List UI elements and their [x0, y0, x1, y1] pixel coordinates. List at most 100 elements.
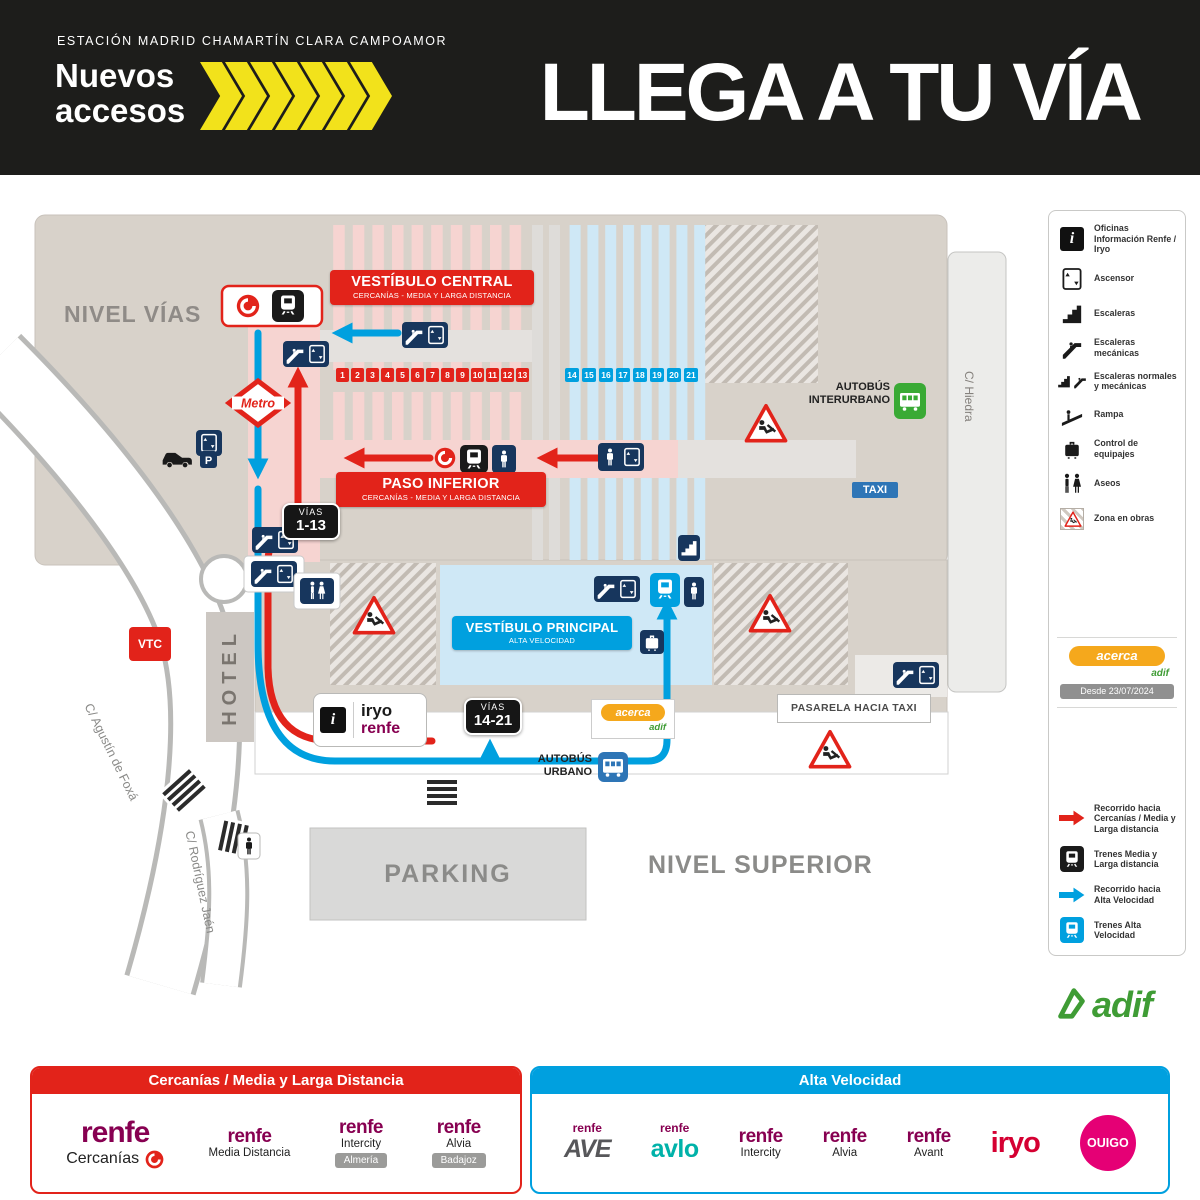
map-icons: P Metro — [162, 284, 939, 860]
platform-number: 12 — [501, 368, 514, 382]
construction-zone — [705, 225, 818, 383]
platform-numbers-cercanias: 1 2 3 4 5 6 7 8 9 10 11 12 13 — [336, 368, 531, 382]
train-icon — [460, 445, 488, 473]
taxi-badge: TAXI — [852, 482, 898, 498]
brand-renfe-alvia-av: renfe Alvia — [822, 1126, 867, 1160]
hotel-block: HOTEL — [206, 612, 254, 742]
platform-number: 2 — [351, 368, 364, 382]
av-box-title: Alta Velocidad — [532, 1068, 1168, 1094]
brand-renfe-media-distancia: renfe Media Distancia — [208, 1126, 291, 1160]
adif-small-label: adif — [1151, 667, 1169, 679]
road-agustin — [0, 337, 238, 994]
adif-wordmark: adif — [1092, 984, 1153, 1025]
person-icon — [492, 445, 516, 473]
crosswalk — [158, 764, 210, 816]
elevator-icon — [1062, 267, 1082, 290]
legend-facilities: i Oficinas Información Renfe / Iryo Asce… — [1057, 223, 1177, 542]
platform-number: 6 — [411, 368, 424, 382]
station-map: P Metro NIVEL VÍAS VESTÍBULO CENTRAL CER… — [0, 175, 1200, 1040]
platform-number: 20 — [667, 368, 681, 382]
info-icon: i — [1060, 226, 1084, 251]
header: ESTACIÓN MADRID CHAMARTÍN CLARA CAMPOAMO… — [0, 0, 1200, 175]
platform-number: 10 — [471, 368, 484, 382]
platform-number: 11 — [486, 368, 499, 382]
acerca-badge: acerca — [1069, 645, 1165, 666]
escalator-icon — [1074, 377, 1086, 388]
program-line1: Nuevos — [55, 57, 175, 94]
cercanias-entrance-box — [220, 284, 324, 328]
pasarela-label: PASARELA HACIA TAXI — [777, 694, 931, 723]
platform-number: 13 — [516, 368, 529, 382]
parking-area — [309, 827, 587, 921]
legend-item-escaleras: Escaleras — [1057, 303, 1177, 325]
cercanias-logo-icon — [145, 1150, 164, 1168]
platform-number: 3 — [366, 368, 379, 382]
legend-trains-mld: Trenes Media y Larga distancia — [1057, 846, 1177, 872]
brand-renfe-intercity: renfe Intercity Almería — [334, 1118, 388, 1168]
escalator-elevator-icon — [402, 322, 448, 348]
paso-inferior-badge: PASO INFERIOR CERCANÍAS - MEDIA Y LARGA … — [336, 472, 546, 507]
interurban-bus-icon — [894, 383, 926, 419]
stairs-icon — [1058, 375, 1070, 387]
person-icon — [237, 832, 261, 860]
vias-14-21-badge: VÍAS 14-21 — [464, 698, 522, 735]
escalator-icon — [1062, 341, 1082, 359]
platform-number: 4 — [381, 368, 394, 382]
iryo-wordmark: iryo — [361, 701, 393, 720]
cercanias-services-box: Cercanías / Media y Larga Distancia renf… — [30, 1066, 522, 1194]
nivel-vias-label: NIVEL VÍAS — [64, 301, 202, 327]
restroom-icon — [1064, 473, 1081, 493]
adif-mark-icon — [1058, 988, 1085, 1019]
program-line2: accesos — [55, 92, 186, 129]
brand-renfe-alvia: renfe Alvia Badajoz — [431, 1118, 486, 1168]
platform-number: 21 — [684, 368, 698, 382]
platform-number: 18 — [633, 368, 647, 382]
alta-velocidad-services-box: Alta Velocidad renfe AVE renfe avlo renf… — [530, 1066, 1170, 1194]
platform-number: 9 — [456, 368, 469, 382]
since-label: Desde 23/07/2024 — [1060, 683, 1174, 699]
roundabout — [199, 554, 249, 604]
legend-route-av: Recorrido hacia Alta Velocidad — [1057, 884, 1177, 905]
metro-logo: Metro — [224, 377, 292, 429]
legend-item-aseos: Aseos — [1057, 472, 1177, 496]
brand-renfe-cercanias: renfe Cercanías — [66, 1117, 164, 1169]
hotel-label: HOTEL — [218, 628, 241, 726]
cercanias-box-title: Cercanías / Media y Larga Distancia — [32, 1068, 520, 1094]
av-train-icon — [650, 573, 680, 607]
legend-trains-av: Trenes Alta Velocidad — [1057, 917, 1177, 943]
platform-number: 5 — [396, 368, 409, 382]
brand-iryo: iryo — [990, 1126, 1041, 1159]
platform-number: 16 — [599, 368, 613, 382]
brand-renfe-ave: renfe AVE — [564, 1121, 612, 1164]
legend-item-oficinas: i Oficinas Información Renfe / Iryo — [1057, 223, 1177, 255]
blue-arrow-icon — [1059, 887, 1085, 902]
urban-bus-icon — [598, 752, 628, 782]
info-office-box: i iryo renfe — [313, 693, 427, 747]
calle-hiedra-label: C/ Hiedra — [962, 371, 976, 422]
luggage-icon — [1065, 441, 1079, 459]
legend-item-escaleras-mecanicas: Escaleras mecánicas — [1057, 337, 1177, 359]
stairs-icon — [678, 535, 700, 561]
headline: LLEGA A TU VÍA — [539, 47, 1143, 138]
renfe-wordmark: renfe — [361, 720, 401, 737]
platform-numbers-av: 14 15 16 17 18 19 20 21 — [565, 368, 701, 382]
autobus-urbano-label: AUTOBÚS URBANO — [537, 753, 592, 778]
vestibulo-principal-badge: VESTÍBULO PRINCIPAL ALTA VELOCIDAD — [452, 616, 632, 650]
parking-sign-label: P — [205, 455, 212, 467]
construction-icon — [1060, 507, 1084, 530]
road-hiedra — [947, 251, 1007, 693]
destination-badge: Badajoz — [431, 1153, 486, 1168]
legend-routes: Recorrido hacia Cercanías / Media y Larg… — [1057, 803, 1177, 943]
ramp-icon — [1061, 409, 1083, 426]
black-train-icon — [1060, 846, 1084, 872]
autobus-interurbano-label: AUTOBÚS INTERURBANO — [808, 381, 890, 406]
platform-number: 1 — [336, 368, 349, 382]
vtc-sign: VTC — [129, 627, 171, 661]
vestibulo-central-badge: VESTÍBULO CENTRAL CERCANÍAS - MEDIA Y LA… — [330, 270, 534, 305]
route-av — [254, 485, 678, 765]
platform-number: 14 — [565, 368, 579, 382]
acerca-box: acerca adif — [591, 699, 675, 739]
brand-ouigo: OUIGO — [1079, 1115, 1136, 1171]
escalator-elevator-icon — [283, 341, 329, 367]
